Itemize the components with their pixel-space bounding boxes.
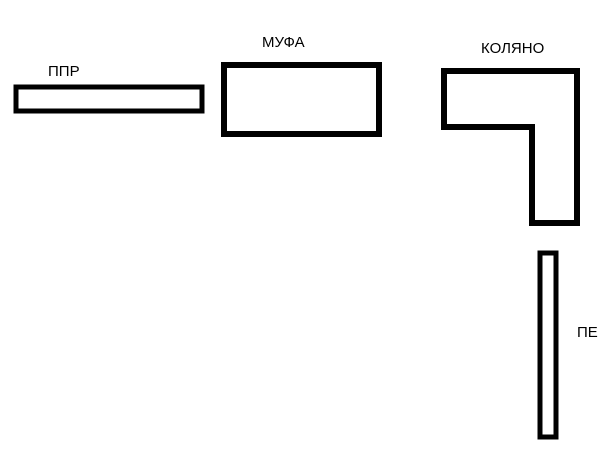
ppr-pipe-shape: [13, 84, 205, 114]
elbow-shape: [441, 68, 580, 226]
pe-pipe-shape: [537, 250, 559, 440]
coupling-shape: [221, 62, 382, 137]
pe-label: ПЕ: [577, 324, 598, 341]
ppr-label: ППР: [48, 63, 80, 80]
coupling-label: МУФА: [262, 34, 305, 51]
elbow-label: КОЛЯНО: [481, 40, 545, 57]
